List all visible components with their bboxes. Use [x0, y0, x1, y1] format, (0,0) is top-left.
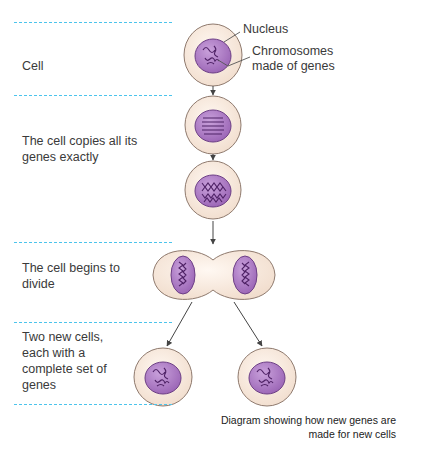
nucleus	[145, 362, 181, 394]
leader-line	[228, 57, 250, 66]
step-band: The cell begins to divide	[14, 242, 172, 322]
leader-line	[218, 60, 228, 66]
chromosomes	[202, 118, 224, 134]
callout-label: Nucleus	[243, 22, 343, 37]
step-band: Two new cells, each with a complete set …	[14, 322, 172, 405]
chromosomes	[179, 262, 249, 286]
caption: Diagram showing how new genes are made f…	[196, 413, 396, 441]
nucleus	[233, 256, 257, 294]
cell-outline	[134, 348, 192, 406]
cell-outline	[238, 348, 296, 406]
leader-line	[224, 32, 240, 42]
step-text: The cell begins to divide	[22, 260, 142, 292]
arrow	[234, 302, 262, 346]
arrow	[167, 302, 192, 346]
step-band: The cell copies all its genes exactly	[14, 95, 172, 242]
chromosomes	[202, 183, 226, 202]
cell-outline	[184, 24, 242, 86]
nucleus	[249, 362, 285, 394]
step-text: The cell copies all its genes exactly	[22, 133, 154, 165]
chromosomes	[203, 46, 219, 64]
cell-outline	[185, 161, 241, 219]
step-text: Cell	[22, 58, 162, 74]
arrow	[213, 221, 214, 244]
arrow	[213, 86, 214, 95]
step-band: Cell	[14, 22, 172, 95]
chromosomes	[257, 368, 273, 386]
cell-outline	[185, 96, 241, 154]
nucleus	[195, 175, 231, 207]
nucleus	[195, 110, 231, 142]
step-text: Two new cells, each with a complete set …	[22, 329, 130, 393]
callout-label: Chromosomes made of genes	[252, 44, 344, 74]
dividing-cell	[153, 251, 275, 300]
nucleus	[195, 39, 231, 73]
nucleus	[171, 256, 195, 294]
arrow	[213, 154, 214, 160]
chromosomes	[153, 368, 169, 386]
